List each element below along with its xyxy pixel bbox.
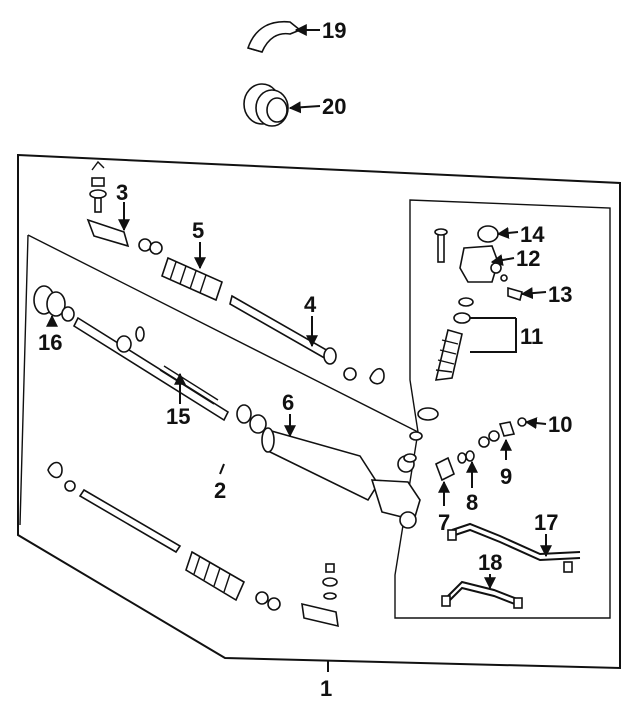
rack-part-15 [72,316,267,434]
tie-rod-end-part-3 [86,160,130,248]
callout-4: 4 [304,292,317,317]
rack-housing-part-6 [261,427,421,529]
callout-16: 16 [38,330,62,355]
callout-7: 7 [438,510,450,535]
callout-14: 14 [520,222,545,247]
callout-17: 17 [534,510,558,535]
callout-8: 8 [466,490,478,515]
leader-lines [46,24,552,672]
adjuster-part-10 [517,417,527,427]
pressure-line-part-18 [441,580,523,609]
fitting-part-13 [500,274,523,302]
bushing-part-16 [33,285,75,322]
assembly-frame-1 [17,153,621,670]
inner-tie-rod-part-4 [229,294,385,385]
grommet-part-20 [243,83,289,127]
callout-20: 20 [322,94,346,119]
callout-10: 10 [548,412,572,437]
callout-6: 6 [282,390,294,415]
spring-part-8 [457,450,475,464]
pressure-line-part-17 [447,522,581,573]
callout-3: 3 [116,180,128,205]
callout-19: 19 [322,18,346,43]
callout-18: 18 [478,550,502,575]
callout-1: 1 [320,676,332,701]
clamp-part-19 [246,20,302,53]
locknut-part-9 [478,421,516,448]
plug-part-7 [434,456,456,482]
valve-part-14 [477,225,499,243]
valve-body-part-12 [434,228,502,283]
lower-tie-rod-assembly [47,461,339,628]
callout-5: 5 [192,218,204,243]
callout-15: 15 [166,404,190,429]
callout-12: 12 [516,246,540,271]
callout-13: 13 [548,282,572,307]
assembly-frame-2 [19,199,611,619]
boot-part-5 [138,238,223,302]
pinion-part-11 [409,297,474,441]
callout-11: 11 [520,324,543,349]
callout-2: 2 [214,478,226,503]
callout-9: 9 [500,464,512,489]
